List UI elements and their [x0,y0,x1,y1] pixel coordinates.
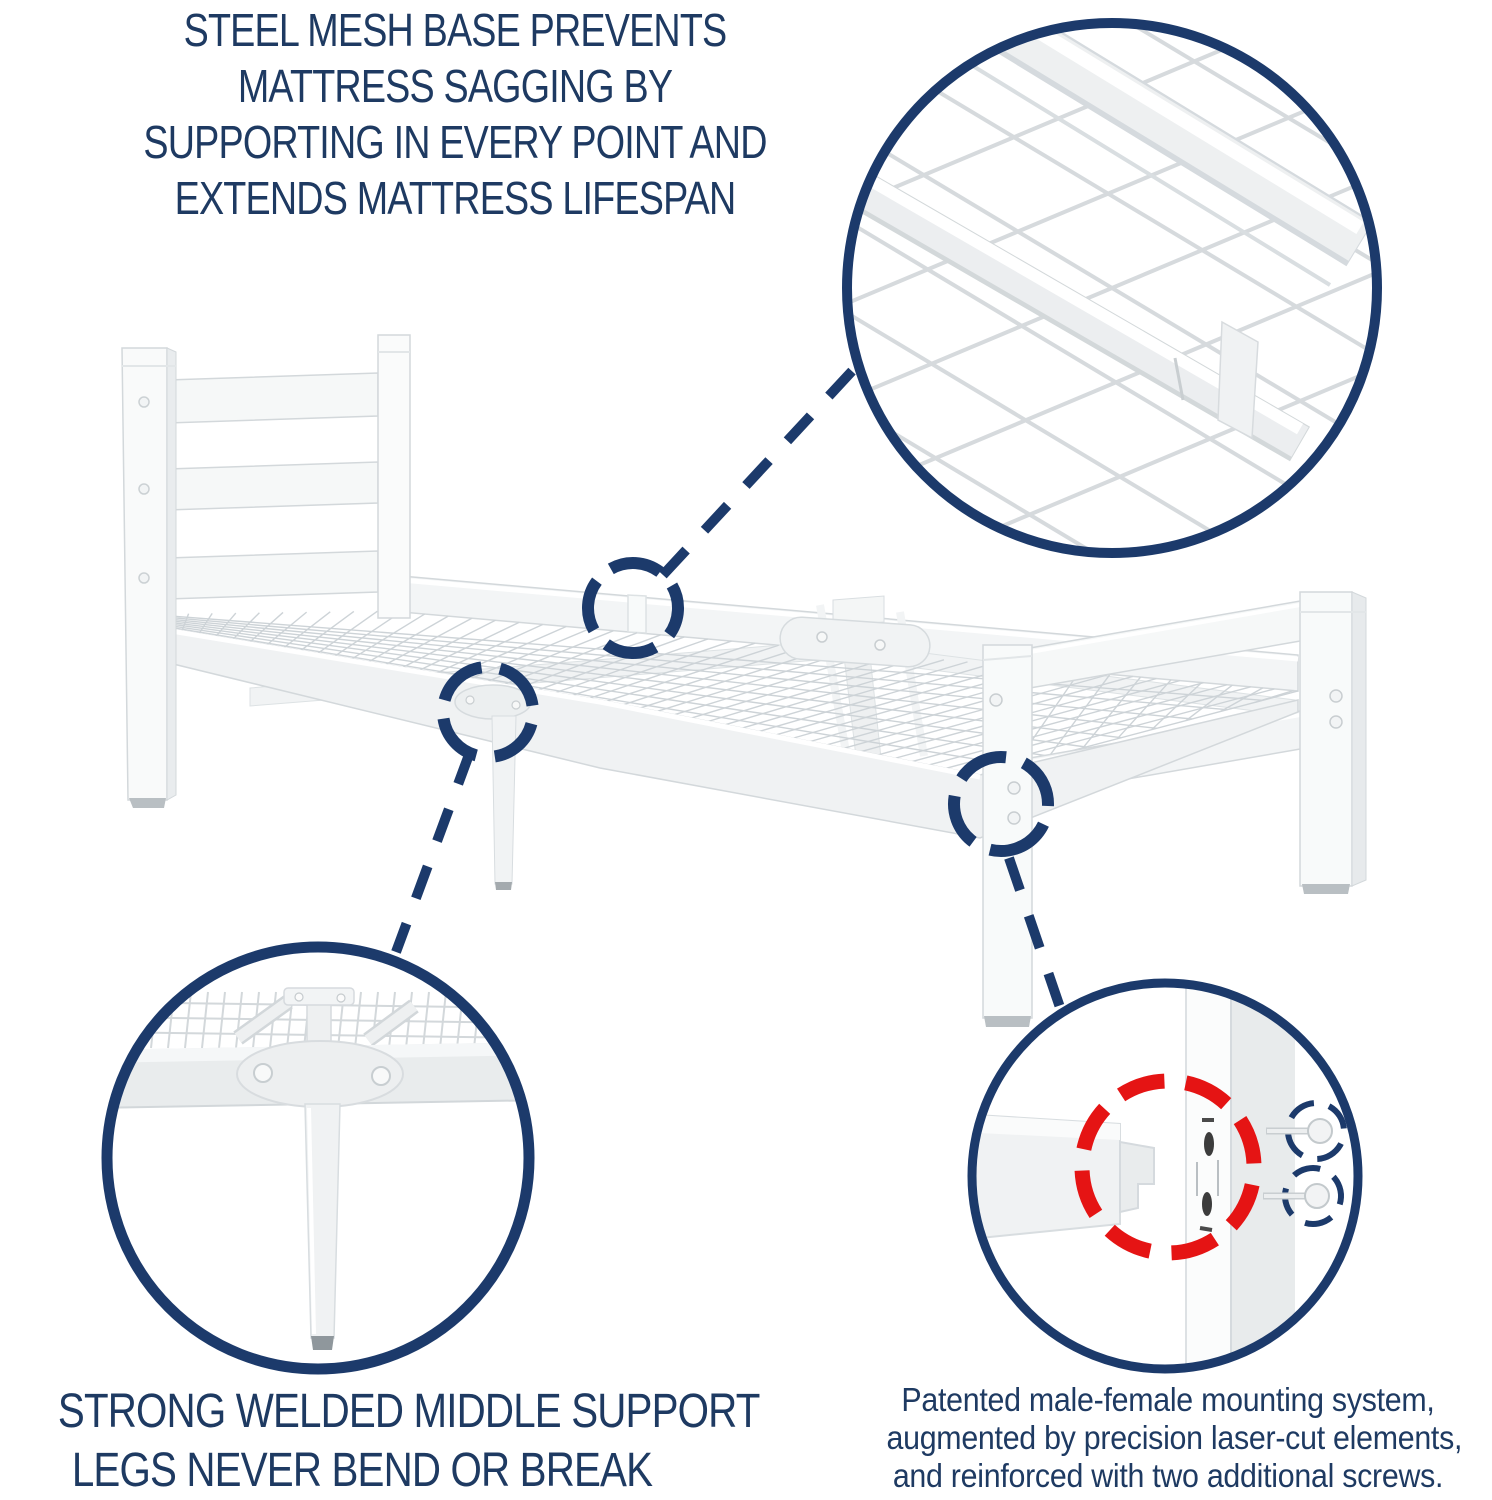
marker-middle-leg [437,661,539,763]
caption-mounting-system: Patented male-female mounting system, au… [886,1381,1463,1495]
callout-circle-middle-leg [101,941,535,1375]
leg-foot-pad [495,882,512,890]
mesh-section-seam [627,594,647,634]
footboard-far-post [1299,591,1367,894]
red-highlight-ring [1074,1073,1262,1261]
callout-circle-mounting-system [967,978,1363,1374]
marker-leg-joint [948,751,1054,857]
connector-line-mounting-callout [1004,856,1071,1027]
caption-line: augmented by precision laser-cut element… [886,1419,1463,1456]
caption-line: STRONG WELDED MIDDLE SUPPORT [57,1385,760,1438]
leg-foot-pad [1302,884,1350,894]
caption-line: STEEL MESH BASE PREVENTS [183,4,728,56]
caption-steel-mesh-base: STEEL MESH BASE PREVENTS MATTRESS SAGGIN… [111,2,800,226]
marker-mesh-seam [582,557,684,659]
leg-foot-pad [129,798,166,808]
center-junction-bracket [779,595,931,668]
caption-line: Patented male-female mounting system, [901,1381,1435,1418]
screw-icon [1263,1165,1344,1227]
leg-foot-pad [311,1336,334,1350]
caption-line: LEGS NEVER BEND OR BREAK [71,1444,653,1497]
caption-line: SUPPORTING IN EVERY POINT AND [143,116,767,168]
connector-line-mesh-callout [659,352,870,579]
headboard [121,334,411,808]
connector-line-middle-leg-callout [391,750,475,954]
caption-middle-support-legs: STRONG WELDED MIDDLE SUPPORT LEGS NEVER … [57,1382,760,1500]
leg-foot-pad [984,1016,1031,1027]
caption-line: and reinforced with two additional screw… [892,1457,1444,1494]
screw-icon [1266,1100,1347,1162]
caption-line: EXTENDS MATTRESS LIFESPAN [174,172,737,224]
caption-line: MATTRESS SAGGING BY [237,60,673,112]
female-mounting-slots [1196,1118,1219,1232]
foot-near-leg [982,644,1033,1027]
